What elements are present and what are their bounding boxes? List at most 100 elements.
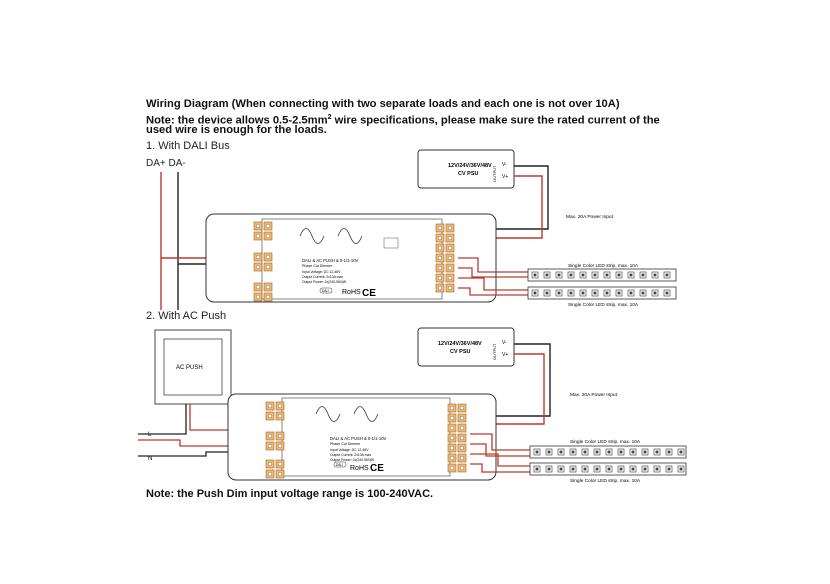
svg-text:12V/24V/36V/48V: 12V/24V/36V/48V — [438, 341, 482, 347]
svg-text:12V/24V/36V/48V: 12V/24V/36V/48V — [448, 163, 492, 169]
section-1: DA+ DA- 12V/24V/36V/48V CV PSU OUTPUT V-… — [146, 149, 677, 310]
led-cell — [545, 465, 553, 473]
power-input-label-1: Max. 20A Power Input — [566, 214, 614, 220]
led-cell — [663, 289, 671, 297]
led-cell — [653, 448, 661, 456]
svg-text:CE: CE — [362, 288, 376, 299]
svg-text:V+: V+ — [502, 174, 508, 180]
led-cell — [555, 271, 563, 279]
dimmer-device-1: DALI & AC PUSH & 0-1/1-10V Phase Cut Dim… — [205, 213, 497, 303]
psu-2-minus-wire — [470, 343, 551, 417]
led-cell — [651, 271, 659, 279]
led-cell — [639, 271, 647, 279]
svg-text:CE: CE — [370, 463, 384, 474]
svg-text:DALI & AC PUSH & 0-1/1-10V: DALI & AC PUSH & 0-1/1-10V — [330, 436, 387, 441]
psu-2-plus-wire — [470, 353, 545, 425]
led-cell — [569, 465, 577, 473]
svg-text:CV PSU: CV PSU — [458, 171, 479, 177]
led-cell — [615, 271, 623, 279]
diagram-title: Wiring Diagram (When connecting with two… — [146, 98, 620, 110]
ac-push-switch: AC PUSH — [154, 329, 232, 405]
section-1-title: 1. With DALI Bus — [146, 140, 230, 152]
power-input-label-2: Max. 20A Power Input — [570, 392, 618, 398]
svg-text:Phase Cut Dimmer: Phase Cut Dimmer — [302, 264, 333, 268]
led-cell — [593, 448, 601, 456]
dimmer-device-2: DALI & AC PUSH & 0-1/1-10V Phase Cut Dim… — [227, 393, 497, 481]
led-cell — [591, 289, 599, 297]
led-cell — [591, 271, 599, 279]
led-cell — [569, 448, 577, 456]
svg-text:Output Power: 2x(240-960)W: Output Power: 2x(240-960)W — [302, 280, 347, 284]
dali-bus-label: DA+ DA- — [146, 158, 186, 169]
svg-text:Output Power: 2x(240-960)W: Output Power: 2x(240-960)W — [330, 458, 375, 462]
led-cell — [531, 271, 539, 279]
svg-text:OUTPUT: OUTPUT — [492, 343, 497, 360]
psu-2: 12V/24V/36V/48V CV PSU OUTPUT V- V+ — [417, 327, 515, 367]
led-cell — [617, 448, 625, 456]
led-strip-1a — [527, 268, 677, 282]
led-cell — [533, 448, 541, 456]
svg-text:Input Voltage: DC 12-48V: Input Voltage: DC 12-48V — [330, 448, 369, 452]
led-cell — [617, 465, 625, 473]
svg-text:OUTPUT: OUTPUT — [492, 165, 497, 182]
led-cell — [615, 289, 623, 297]
svg-text:AC PUSH: AC PUSH — [176, 365, 203, 371]
svg-text:Input Voltage: DC 12-48V: Input Voltage: DC 12-48V — [302, 270, 341, 274]
led-cell — [543, 289, 551, 297]
svg-text:DALI: DALI — [336, 463, 343, 467]
strip-label-1b: Single Color LED strip, max. 10A — [568, 302, 639, 308]
led-cell — [603, 271, 611, 279]
psu-1-minus-wire — [458, 165, 549, 230]
led-cell — [579, 289, 587, 297]
led-cell — [627, 271, 635, 279]
svg-text:CV PSU: CV PSU — [450, 349, 471, 355]
led-cell — [567, 271, 575, 279]
wire-spec-note-line-1: Note: the device allows 0.5-2.5mm2 wire … — [146, 114, 660, 127]
led-cell — [555, 289, 563, 297]
led-cell — [603, 289, 611, 297]
strip-label-2b: Single Color LED strip, max. 10A — [570, 478, 641, 484]
svg-text:Output Current: 2x10A max: Output Current: 2x10A max — [330, 453, 371, 457]
led-cell — [581, 465, 589, 473]
svg-text:V-: V- — [502, 340, 507, 346]
led-strip-1b — [527, 286, 677, 300]
psu-1-plus-wire — [458, 175, 543, 239]
svg-text:RoHS: RoHS — [342, 289, 361, 296]
led-cell — [593, 465, 601, 473]
led-cell — [545, 448, 553, 456]
svg-text:RoHS: RoHS — [350, 465, 369, 472]
led-cell — [653, 465, 661, 473]
svg-text:V-: V- — [502, 162, 507, 168]
led-cell — [579, 271, 587, 279]
svg-text:Output Current: 2x10A max: Output Current: 2x10A max — [302, 275, 343, 279]
strip-label-2a: Single Color LED strip, max. 10A — [570, 439, 641, 445]
led-cell — [629, 465, 637, 473]
led-cell — [651, 289, 659, 297]
led-cell — [677, 465, 685, 473]
led-cell — [641, 448, 649, 456]
led-cell — [627, 289, 635, 297]
line-n-label: N — [148, 456, 152, 462]
psu-1: 12V/24V/36V/48V CV PSU OUTPUT V- V+ — [417, 149, 515, 189]
led-cell — [641, 465, 649, 473]
led-cell — [567, 289, 575, 297]
led-cell — [677, 448, 685, 456]
led-cell — [557, 465, 565, 473]
line-l-label: L — [148, 432, 152, 438]
led-cell — [663, 271, 671, 279]
led-cell — [581, 448, 589, 456]
led-cell — [639, 289, 647, 297]
wire-spec-note-line-2: used wire is enough for the loads. — [146, 124, 327, 136]
led-cell — [543, 271, 551, 279]
led-cell — [531, 289, 539, 297]
led-cell — [629, 448, 637, 456]
svg-text:Phase Cut Dimmer: Phase Cut Dimmer — [330, 442, 361, 446]
svg-text:DALI & AC PUSH & 0-1/1-10V: DALI & AC PUSH & 0-1/1-10V — [302, 258, 359, 263]
svg-text:V+: V+ — [502, 352, 508, 358]
led-cell — [665, 448, 673, 456]
led-cell — [557, 448, 565, 456]
led-cell — [533, 465, 541, 473]
section-2: AC PUSH L N 12V/24V/36V/48V CV PSU OUTPU… — [138, 327, 687, 484]
footer-note: Note: the Push Dim input voltage range i… — [146, 488, 434, 500]
